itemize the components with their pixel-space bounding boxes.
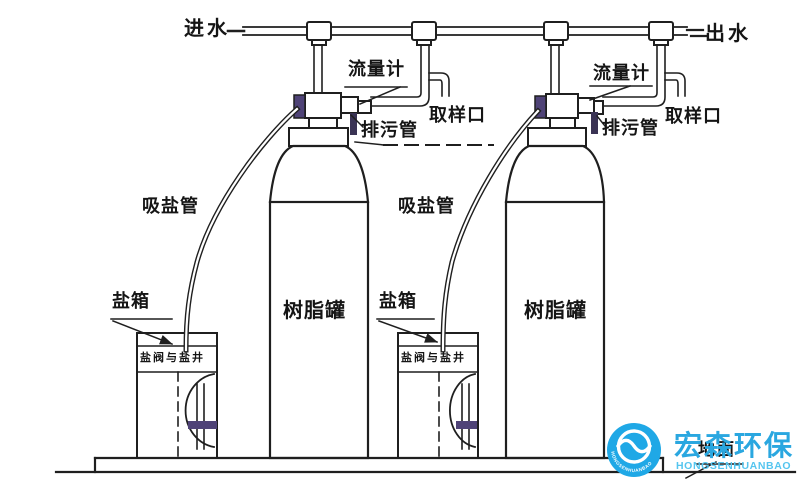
salt-well-arc-2 bbox=[449, 372, 477, 449]
salt-suction-label-1: 吸盐管 bbox=[142, 196, 199, 216]
riser-pipes bbox=[313, 44, 560, 95]
riser-pipe-2 bbox=[550, 44, 560, 95]
salt-valve-well-label-2: 盐阀与盐井 bbox=[401, 352, 466, 364]
tee-fitting-2 bbox=[411, 21, 437, 46]
tank-body-2 bbox=[504, 200, 606, 460]
company-logo-mark: HONGSENHUANBAO bbox=[607, 423, 661, 477]
tank-dome-2 bbox=[504, 144, 606, 204]
main-header-pipe bbox=[226, 26, 709, 38]
salt-box-body-2 bbox=[397, 332, 479, 459]
flow-meter-body-1 bbox=[340, 96, 359, 114]
valve-neck-2 bbox=[549, 117, 576, 129]
resin-tank-label-1: 树脂罐 bbox=[283, 300, 346, 322]
logo-wave bbox=[616, 438, 652, 454]
salt-box-arrow-2 bbox=[378, 320, 438, 343]
salt-suction-tube-1 bbox=[183, 105, 301, 353]
salt-valve-bar-2 bbox=[456, 421, 477, 429]
drain-stub-2 bbox=[591, 112, 598, 134]
drain-pipe-label-1: 排污管 bbox=[361, 120, 418, 140]
sampling-port-label-1: 取样口 bbox=[429, 105, 486, 125]
salt-valve-bar-1 bbox=[188, 421, 217, 429]
elbow-pipe-2 bbox=[602, 44, 666, 107]
drain-leader-1 bbox=[349, 113, 365, 129]
valve-neck-1 bbox=[308, 117, 338, 129]
logo-name-en: HONGSENHUANBAO bbox=[676, 460, 792, 472]
sampling-port-pipe-1 bbox=[428, 72, 450, 97]
valve-body-1 bbox=[304, 92, 342, 119]
tank-dome-1 bbox=[268, 144, 370, 204]
outlet-label: 出水 bbox=[705, 23, 751, 45]
valve-inlet-port-2 bbox=[534, 95, 547, 119]
flow-meter-leader-2 bbox=[589, 85, 631, 101]
valve-inlet-port-1 bbox=[293, 94, 306, 119]
salt-box-label-2: 盐箱 bbox=[379, 291, 417, 311]
salt-box-body-1 bbox=[136, 332, 218, 459]
elbow-pipes bbox=[370, 44, 666, 107]
logo-name-cn: 宏森环保 bbox=[674, 430, 795, 461]
drain-pipe-label-2: 排污管 bbox=[602, 118, 659, 138]
flow-meter-leader-1 bbox=[359, 86, 401, 105]
resin-tank-label-2: 树脂罐 bbox=[524, 300, 587, 322]
flow-meter-label-1: 流量计 bbox=[348, 59, 405, 79]
ground-leader bbox=[684, 460, 718, 480]
salt-well-arc-1 bbox=[184, 372, 216, 449]
tank-flange-1 bbox=[288, 127, 349, 147]
salt-box-arrow-1 bbox=[112, 320, 173, 345]
salt-suction-tube-2 bbox=[440, 107, 542, 353]
ground-label: 地面 bbox=[698, 440, 736, 459]
salt-well-tube-1 bbox=[196, 383, 205, 450]
salt-box-label-1: 盐箱 bbox=[112, 291, 150, 311]
salt-box-shape-2 bbox=[397, 332, 479, 459]
salt-suction-label-2: 吸盐管 bbox=[398, 196, 455, 216]
salt-box-shape-1 bbox=[136, 332, 218, 459]
riser-pipe-1 bbox=[313, 44, 323, 94]
outlet-break-dash bbox=[685, 28, 709, 38]
tee-fitting-1 bbox=[306, 21, 332, 46]
drain-route-solid-1 bbox=[354, 141, 385, 146]
tee-fittings bbox=[306, 21, 674, 46]
control-valve-2 bbox=[527, 93, 604, 147]
tee-fitting-3 bbox=[543, 21, 569, 46]
sampling-port-label-2: 取样口 bbox=[665, 106, 722, 126]
drain-stub-1 bbox=[350, 113, 357, 135]
inlet-label: 进水 bbox=[184, 18, 230, 40]
elbow-pipe-1 bbox=[370, 44, 430, 107]
flow-meter-body-2 bbox=[577, 97, 595, 114]
leader-lines bbox=[110, 85, 744, 480]
sampling-port-pipes bbox=[428, 72, 686, 97]
salt-well-tube-2 bbox=[461, 383, 470, 450]
tank-flange-2 bbox=[527, 127, 587, 147]
tank-body-1 bbox=[268, 200, 370, 460]
drain-leader-2 bbox=[595, 114, 607, 128]
tee-fitting-4 bbox=[648, 21, 674, 46]
flow-meter-label-2: 流量计 bbox=[593, 63, 650, 83]
control-valve-1 bbox=[288, 92, 372, 147]
sampling-port-pipe-2 bbox=[664, 72, 686, 97]
salt-valve-well-label-1: 盐阀与盐井 bbox=[140, 352, 205, 364]
valve-body-2 bbox=[545, 93, 579, 119]
flow-meter-connector-2 bbox=[593, 100, 604, 115]
